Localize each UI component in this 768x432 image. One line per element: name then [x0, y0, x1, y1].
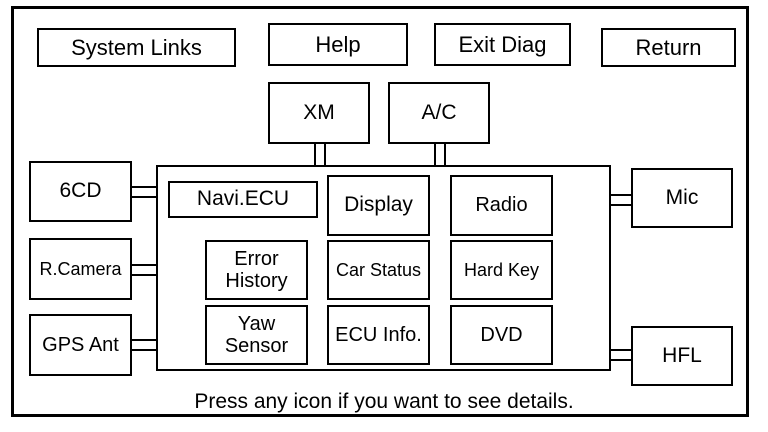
gps-ant-module[interactable]: GPS Ant	[29, 314, 132, 376]
xm-module[interactable]: XM	[268, 82, 370, 144]
mic-connector-bottom	[610, 204, 632, 206]
6cd-connector-bottom	[131, 196, 158, 198]
hfl-connector-bottom	[610, 359, 632, 361]
ac-connector-right	[444, 143, 446, 166]
mic-connector-top	[610, 194, 632, 196]
yaw-sensor-line2: Sensor	[224, 335, 289, 357]
error-history-button[interactable]: Error History	[205, 240, 308, 300]
yaw-sensor-button[interactable]: Yaw Sensor	[205, 305, 308, 365]
ac-connector-left	[434, 143, 436, 166]
6cd-module[interactable]: 6CD	[29, 161, 132, 222]
exit-diag-button[interactable]: Exit Diag	[434, 23, 571, 66]
dvd-button[interactable]: DVD	[450, 305, 553, 365]
hfl-module[interactable]: HFL	[631, 326, 733, 386]
rcamera-connector-bottom	[131, 274, 158, 276]
gps-connector-top	[131, 339, 158, 341]
car-status-button[interactable]: Car Status	[327, 240, 430, 300]
rcamera-connector-top	[131, 264, 158, 266]
return-button[interactable]: Return	[601, 28, 736, 67]
error-history-line2: History	[225, 270, 288, 292]
system-links-button[interactable]: System Links	[37, 28, 236, 67]
hard-key-button[interactable]: Hard Key	[450, 240, 553, 300]
r-camera-module[interactable]: R.Camera	[29, 238, 132, 300]
display-button[interactable]: Display	[327, 175, 430, 236]
ac-module[interactable]: A/C	[388, 82, 490, 144]
error-history-line1: Error	[234, 248, 279, 270]
xm-connector-left	[314, 143, 316, 166]
ecu-info-button[interactable]: ECU Info.	[327, 305, 430, 365]
6cd-connector-top	[131, 186, 158, 188]
mic-module[interactable]: Mic	[631, 168, 733, 228]
navi-ecu-title[interactable]: Navi.ECU	[168, 181, 318, 218]
xm-connector-right	[324, 143, 326, 166]
gps-connector-bottom	[131, 349, 158, 351]
footer-hint: Press any icon if you want to see detail…	[194, 390, 574, 413]
radio-button[interactable]: Radio	[450, 175, 553, 236]
yaw-sensor-line1: Yaw	[237, 313, 276, 335]
hfl-connector-top	[610, 349, 632, 351]
help-button[interactable]: Help	[268, 23, 408, 66]
